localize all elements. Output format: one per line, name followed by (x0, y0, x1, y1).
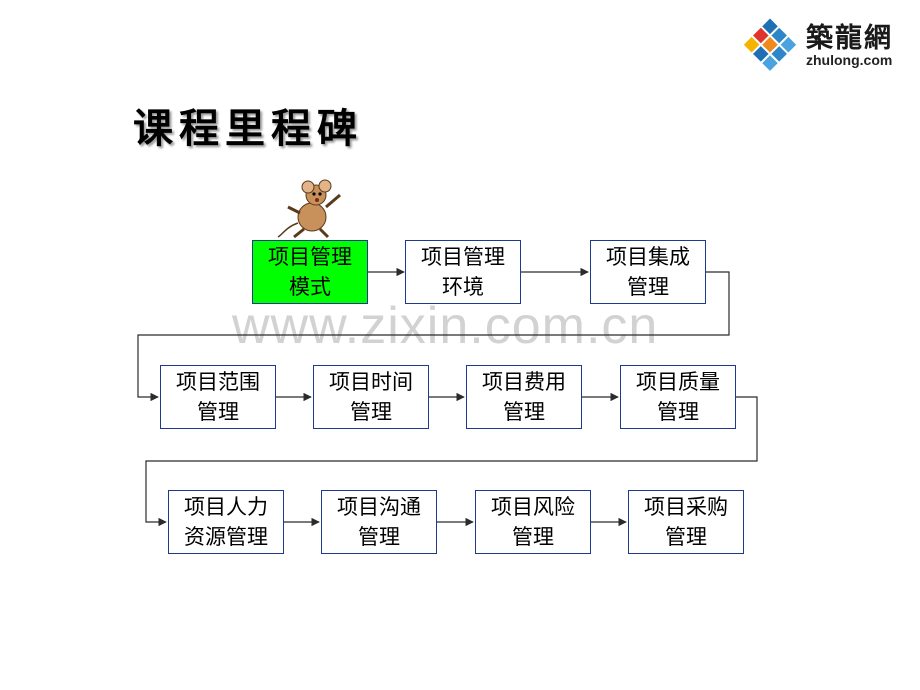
watermark-text: www.zixin.com.cn (232, 297, 659, 355)
diamond-grid-logo-icon (743, 18, 797, 71)
step-project-hr-management: 项目人力 资源管理 (168, 490, 284, 554)
mouse-mascot-icon (277, 179, 341, 239)
logo-url: zhulong.com (806, 52, 893, 68)
zhulong-logo: 築龍網 zhulong.com (736, 8, 912, 78)
step-project-quality-management: 项目质量 管理 (620, 365, 736, 429)
step-project-management-environment: 项目管理 环境 (405, 240, 521, 304)
step-project-communication-management: 项目沟通 管理 (321, 490, 437, 554)
step-project-time-management: 项目时间 管理 (313, 365, 429, 429)
step-project-cost-management: 项目费用 管理 (466, 365, 582, 429)
step-project-integration-management: 项目集成 管理 (590, 240, 706, 304)
slide-title: 课程里程碑 (133, 106, 363, 152)
logo-chinese-name: 築龍網 (806, 23, 893, 54)
step-project-scope-management: 项目范围 管理 (160, 365, 276, 429)
step-project-risk-management: 项目风险 管理 (475, 490, 591, 554)
step-project-management-mode: 项目管理 模式 (252, 240, 368, 304)
step-project-procurement-management: 项目采购 管理 (628, 490, 744, 554)
